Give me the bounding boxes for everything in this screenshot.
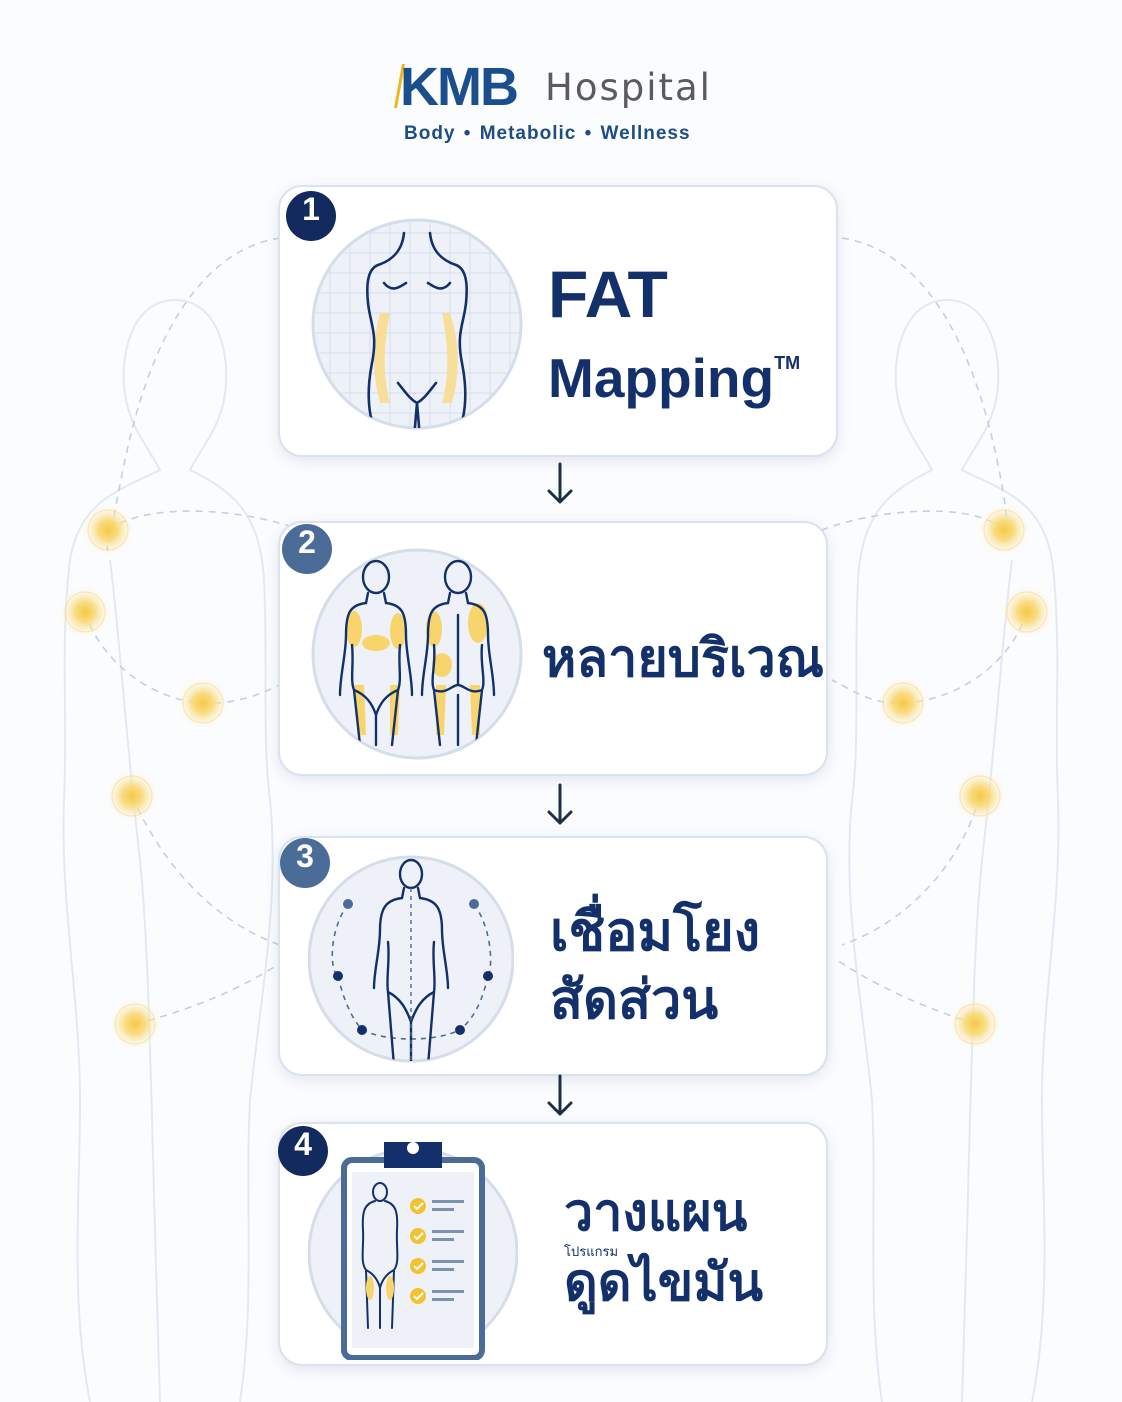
logo-swoosh-icon — [394, 64, 405, 108]
clipboard-plan-icon — [308, 1142, 518, 1360]
step-card-2: หลายบริเวณ — [278, 521, 828, 776]
down-arrow-icon — [547, 462, 573, 504]
step-3-title-line-2: สัดส่วน — [550, 970, 719, 1030]
step-1-title-line-1: FAT — [548, 257, 668, 331]
logo-hospital-text: Hospital — [545, 66, 712, 109]
step-card-1: FAT MappingTM — [278, 185, 838, 457]
body-fat-grid-icon — [311, 218, 523, 430]
trademark-mark: TM — [774, 353, 801, 373]
glow-dots — [59, 504, 1053, 1050]
hospital-logo: KMB Hospital Body • Metabolic • Wellness — [0, 30, 1122, 144]
down-arrow-icon — [547, 783, 573, 825]
step-number-badge-1: 1 — [286, 191, 336, 241]
step-number-badge-3: 3 — [280, 838, 330, 888]
step-card-3: เชื่อมโยง สัดส่วน — [278, 836, 828, 1076]
step-number-badge-2: 2 — [282, 524, 332, 574]
logo-tagline: Body • Metabolic • Wellness — [404, 123, 691, 144]
down-arrow-icon — [547, 1074, 573, 1116]
step-4-title-line-1: วางแผน — [564, 1184, 748, 1242]
step-1-title-mapping: Mapping — [548, 347, 775, 409]
body-connections-icon — [308, 855, 514, 1063]
step-4-title-line-2: ดูดไขมัน — [564, 1254, 764, 1312]
step-2-title: หลายบริเวณ — [542, 630, 824, 688]
front-back-body-icon — [311, 548, 523, 760]
step-4-small-label: โปรแกรม — [564, 1244, 619, 1259]
step-1-title-line-2: MappingTM — [548, 333, 800, 408]
logo-brand-name: KMB — [400, 57, 519, 117]
step-number-badge-4: 4 — [278, 1126, 328, 1176]
step-card-4: วางแผน โปรแกรม ดูดไขมัน — [278, 1122, 828, 1366]
step-3-title-line-1: เชื่อมโยง — [550, 902, 761, 962]
